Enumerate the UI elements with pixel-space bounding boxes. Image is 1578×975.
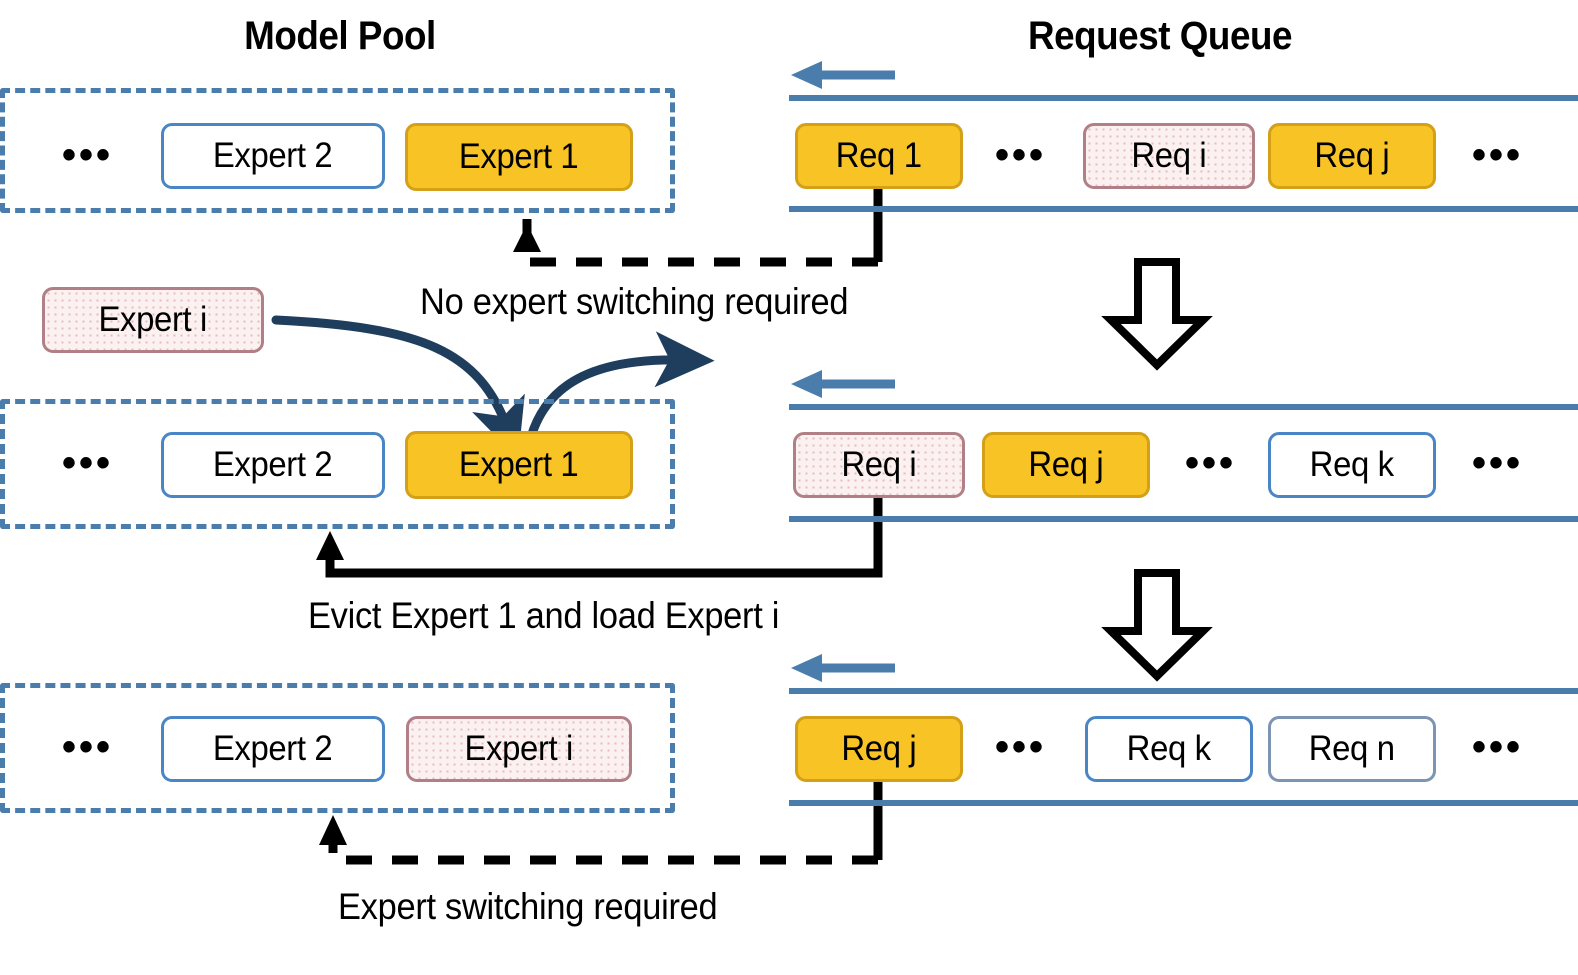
caption-evict-and-load: Evict Expert 1 and load Expert i: [308, 595, 780, 636]
caption-no-expert-switching: No expert switching required: [420, 281, 849, 322]
expert-chip-label: Expert 1: [459, 137, 579, 176]
request-chip-label: Req 1: [836, 136, 922, 175]
model-pool-container-3: [0, 683, 675, 813]
expert-chip-label: Expert 2: [213, 136, 333, 175]
queue-direction-arrow-1: [791, 61, 895, 89]
incoming-expert-label: Expert i: [98, 300, 208, 339]
queue-direction-arrow-2: [791, 370, 895, 398]
incoming-expert-chip[interactable]: Expert i: [42, 287, 264, 353]
queue-rail-top-1: [789, 95, 1578, 101]
model-pool-container-1: [0, 88, 675, 213]
request-chip-req-i-stage-2[interactable]: Req i: [793, 432, 965, 498]
model-pool-ellipsis-1: •••: [62, 133, 114, 177]
queue-ellipsis-2b: •••: [1472, 441, 1524, 485]
step-down-arrow-1: [1101, 258, 1213, 371]
queue-ellipsis-1b: •••: [1472, 133, 1524, 177]
request-chip-label: Req i: [1131, 136, 1207, 175]
caption-expert-switching-required: Expert switching required: [338, 886, 718, 927]
request-chip-label: Req i: [841, 445, 917, 484]
request-chip-req-i-stage-1[interactable]: Req i: [1083, 123, 1255, 189]
model-pool-ellipsis-3: •••: [62, 725, 114, 769]
request-chip-label: Req k: [1126, 729, 1212, 768]
queue-rail-bottom-2: [789, 516, 1578, 522]
queue-ellipsis-3a: •••: [995, 725, 1047, 769]
request-chip-req-j-stage-1[interactable]: Req j: [1268, 123, 1436, 189]
step-down-arrow-2: [1101, 569, 1213, 682]
queue-rail-bottom-3: [789, 800, 1578, 806]
expert-chip-label: Expert 2: [213, 729, 333, 768]
expert-chip-label: Expert i: [464, 729, 574, 768]
expert-chip-expert-1-stage-1[interactable]: Expert 1: [405, 123, 633, 191]
request-chip-label: Req j: [841, 729, 917, 768]
queue-rail-top-3: [789, 688, 1578, 694]
expert-chip-label: Expert 1: [459, 445, 579, 484]
expert-chip-expert-2-stage-1[interactable]: Expert 2: [161, 123, 385, 189]
request-chip-label: Req n: [1309, 729, 1395, 768]
model-pool-title: Model Pool: [244, 14, 436, 58]
request-chip-label: Req j: [1314, 136, 1390, 175]
expert-chip-label: Expert 2: [213, 445, 333, 484]
expert-chip-expert-i-stage-3[interactable]: Expert i: [406, 716, 632, 782]
request-chip-req-j-stage-3[interactable]: Req j: [795, 716, 963, 782]
expert-chip-expert-2-stage-3[interactable]: Expert 2: [161, 716, 385, 782]
queue-ellipsis-3b: •••: [1472, 725, 1524, 769]
queue-rail-bottom-1: [789, 206, 1578, 212]
request-chip-req-k-stage-3[interactable]: Req k: [1085, 716, 1253, 782]
request-chip-req-k-stage-2[interactable]: Req k: [1268, 432, 1436, 498]
queue-direction-arrow-3: [791, 654, 895, 682]
request-chip-req-1[interactable]: Req 1: [795, 123, 963, 189]
request-chip-req-j-stage-2[interactable]: Req j: [982, 432, 1150, 498]
request-chip-label: Req k: [1309, 445, 1395, 484]
request-queue-title: Request Queue: [1028, 14, 1292, 58]
queue-ellipsis-2a: •••: [1185, 441, 1237, 485]
request-chip-label: Req j: [1028, 445, 1104, 484]
expert-chip-expert-1-stage-2[interactable]: Expert 1: [405, 431, 633, 499]
queue-ellipsis-1a: •••: [995, 133, 1047, 177]
queue-rail-top-2: [789, 404, 1578, 410]
expert-chip-expert-2-stage-2[interactable]: Expert 2: [161, 432, 385, 498]
request-chip-req-n-stage-3[interactable]: Req n: [1268, 716, 1436, 782]
model-pool-ellipsis-2: •••: [62, 441, 114, 485]
model-pool-container-2: [0, 399, 675, 529]
